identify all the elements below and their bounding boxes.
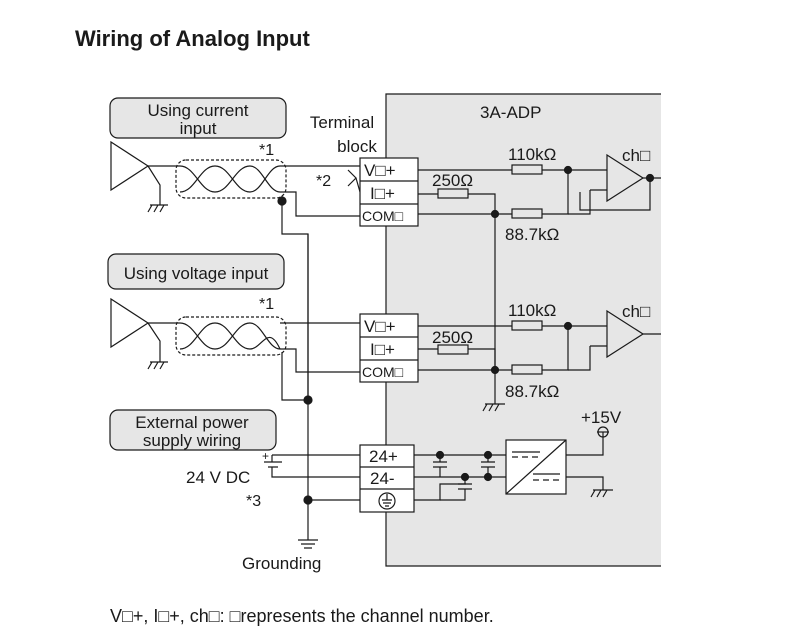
amplifier-2-label: ch□ [622, 302, 650, 321]
resistor-88k-2-label: 88.7kΩ [505, 382, 559, 401]
terminal-ch1-i: I□+ [370, 184, 395, 203]
resistor-110k-1-label: 110kΩ [508, 145, 556, 164]
power-supply-callout-line1: External power [135, 413, 249, 432]
note-1b-label: *1 [259, 296, 274, 313]
sensor-1-symbol [110, 140, 150, 192]
footnote: V□+, I□+, ch□: □represents the channel n… [110, 606, 494, 626]
terminal-24-plus: 24+ [369, 447, 398, 466]
note-3-label: *3 [246, 493, 261, 510]
voltage-input-callout-text: Using voltage input [124, 264, 269, 283]
power-supply-callout [109, 409, 277, 451]
channel-2-source [110, 297, 360, 405]
resistor-250-2-label: 250Ω [432, 328, 473, 347]
shield-2 [175, 316, 287, 356]
twisted-pair-cable-1 [179, 165, 281, 193]
dc-source-symbol [264, 454, 360, 478]
resistor-88k-1-label: 88.7kΩ [505, 225, 559, 244]
grounding-label: Grounding [242, 554, 321, 573]
power-supply-circuit: + [262, 234, 613, 549]
sensor-2-symbol [110, 297, 150, 349]
terminal-block-1: V□+ I□+ COM□ [359, 157, 419, 227]
terminal-ch1-com: COM□ [362, 208, 404, 224]
amplifier-1-label: ch□ [622, 146, 650, 165]
svg-text:+: + [262, 449, 269, 463]
plus-15v-label: +15V [581, 408, 622, 427]
terminal-24-minus: 24- [370, 469, 395, 488]
voltage-input-callout [107, 253, 285, 290]
amplifier-2 [606, 309, 645, 359]
terminal-block-label-line1: Terminal [310, 113, 374, 132]
ground-symbol [147, 361, 168, 370]
terminal-block-power: 24+ 24- [359, 444, 415, 513]
frame-ground-icon [378, 492, 396, 510]
ground-symbol [482, 403, 505, 412]
ground-symbol [298, 530, 318, 549]
dc-supply-label: 24 V DC [186, 468, 250, 487]
terminal-ch1-v: V□+ [364, 161, 396, 180]
shield-1 [175, 159, 287, 199]
current-input-callout-line1: Using current [147, 101, 248, 120]
terminal-block-label-line2: block [337, 137, 377, 156]
ground-symbol [590, 489, 613, 498]
twisted-pair-cable-2 [179, 322, 281, 350]
amplifier-1 [606, 153, 645, 203]
note-2-label: *2 [316, 173, 331, 190]
current-input-callout-line2: input [180, 119, 217, 138]
resistor-110k-2-label: 110kΩ [508, 301, 556, 320]
terminal-ch2-i: I□+ [370, 340, 395, 359]
terminal-block-2: V□+ I□+ COM□ [359, 313, 419, 383]
module-name-label: 3A-ADP [480, 103, 541, 122]
terminal-ch2-v: V□+ [364, 317, 396, 336]
ground-symbol [147, 204, 168, 213]
channel-2-internal-circuit: 110kΩ 88.7kΩ 250Ω ch□ [418, 301, 661, 412]
resistor-250-1-label: 250Ω [432, 171, 473, 190]
current-input-callout [109, 97, 287, 139]
terminal-ch2-com: COM□ [362, 364, 404, 380]
power-supply-callout-line2: supply wiring [143, 431, 241, 450]
page-title: Wiring of Analog Input [75, 26, 310, 51]
channel-1-internal-circuit: 110kΩ 88.7kΩ 250Ω ch□ [418, 145, 661, 370]
note-1-label: *1 [259, 142, 274, 159]
